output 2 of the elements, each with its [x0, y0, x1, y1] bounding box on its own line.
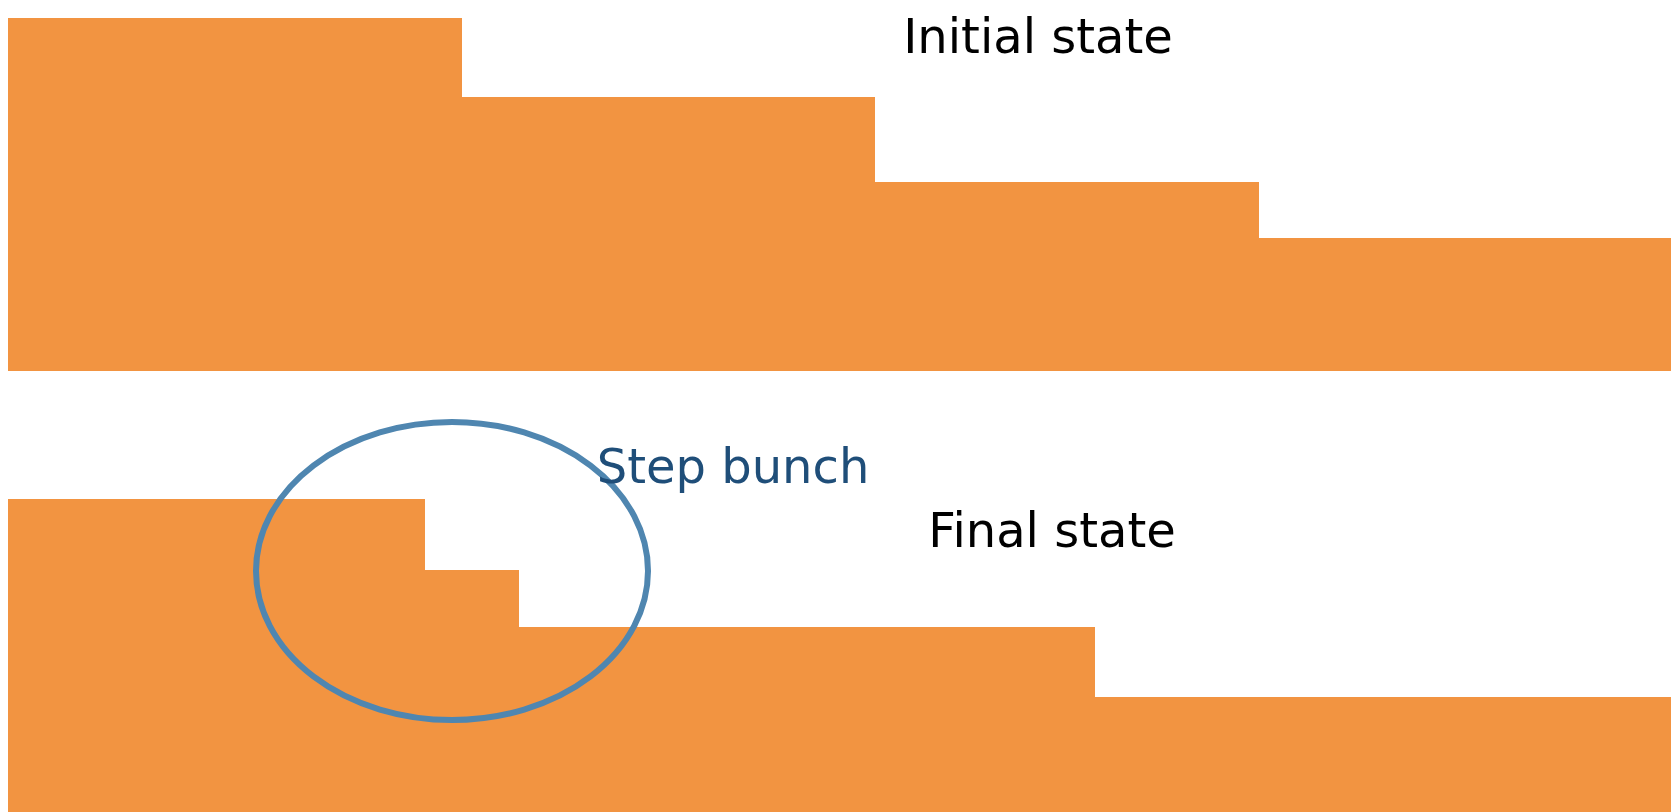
state-title: Initial state [903, 12, 1173, 60]
state-title: Final state [928, 506, 1176, 554]
